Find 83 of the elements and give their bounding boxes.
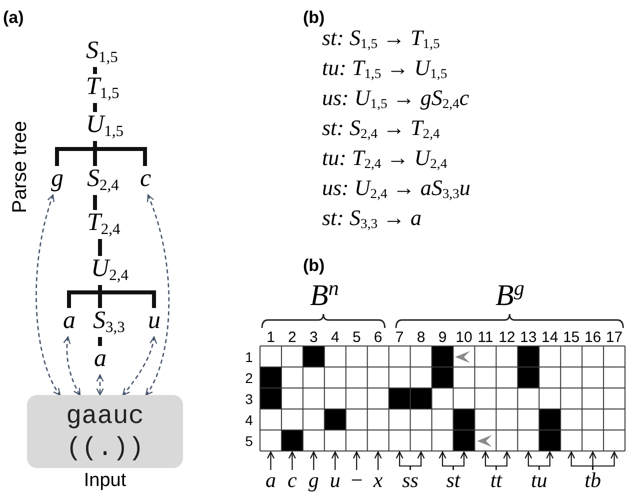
tree-branch <box>93 67 97 74</box>
pointer-arrow <box>452 451 468 470</box>
pointer-arrow <box>592 451 618 470</box>
column-number: 8 <box>416 330 426 345</box>
rule-text: tu: T$_{1,5}$ → U$_{1,5}$ <box>322 57 448 84</box>
tree-symbol: u <box>148 308 160 337</box>
dashed-arrow <box>63 336 81 396</box>
rule-text: tu: T$_{2,4}$ → U$_{2,4}$ <box>322 147 448 174</box>
row-number: 2 <box>245 370 253 384</box>
column-group-label: x <box>373 470 383 493</box>
tree-symbol: g <box>51 166 64 195</box>
column-number: 6 <box>374 330 382 345</box>
tree-branch <box>98 239 102 256</box>
tree-symbol: S$_{2,4}$ <box>87 166 119 195</box>
tree-symbol: c <box>140 166 152 195</box>
column-number: 13 <box>520 330 537 345</box>
dashed-arrow <box>96 374 104 396</box>
column-number: 12 <box>498 330 516 345</box>
rule-text: st: S$_{2,4}$ → T$_{2,4}$ <box>322 117 440 144</box>
column-number: 11 <box>478 330 494 345</box>
column-group-label: tu <box>530 470 548 493</box>
tree-symbol: S$_{3,3}$ <box>93 308 125 337</box>
rule-text: us: U$_{1,5}$ → gS$_{2,4}$c <box>322 87 470 114</box>
input-caption: Input <box>84 471 126 490</box>
row-number: 5 <box>245 434 253 448</box>
tree-symbol: U$_{1,5}$ <box>86 112 124 141</box>
column-group-label: c <box>288 470 297 493</box>
pointer-arrow <box>266 451 274 470</box>
tree-branch <box>98 337 102 346</box>
pointer-arrow <box>538 451 554 470</box>
column-number: 7 <box>395 330 404 345</box>
tree-symbol: T$_{2,4}$ <box>87 210 120 239</box>
tree-symbol: U$_{2,4}$ <box>91 256 128 285</box>
pointer-arrow <box>288 451 296 470</box>
row-number: 1 <box>245 350 253 364</box>
input-box <box>27 395 183 468</box>
pointer-arrow <box>496 451 511 470</box>
pointer-arrow <box>410 451 425 470</box>
column-group-label: ss <box>402 470 418 493</box>
rule-text: st: S$_{3,3}$ → a <box>322 207 422 234</box>
column-group-label: a <box>265 470 276 493</box>
column-number: 17 <box>606 330 623 345</box>
tree-symbol: S$_{1,5}$ <box>86 38 118 67</box>
column-number: 14 <box>542 330 558 345</box>
tree-symbol: a <box>63 308 76 337</box>
vertical-axis-label: Parse tree <box>10 120 30 214</box>
column-number: 3 <box>310 330 318 345</box>
column-group-label: tb <box>584 470 601 493</box>
panel-label: (b) <box>303 257 325 274</box>
column-group-label: − <box>350 470 364 493</box>
rule-text: us: U$_{2,4}$ → aS$_{3,3}$u <box>322 177 470 204</box>
column-number: 1 <box>266 330 275 345</box>
column-number: 9 <box>438 330 447 345</box>
column-number: 15 <box>562 330 580 345</box>
row-number: 4 <box>245 412 253 426</box>
column-number: 16 <box>584 330 602 345</box>
tree-symbol: a <box>94 346 106 375</box>
pointer-arrow <box>374 451 382 470</box>
pointer-arrow <box>352 451 360 470</box>
pointer-arrow <box>310 451 318 470</box>
column-number: 10 <box>456 330 472 345</box>
panel-label: (b) <box>303 9 325 26</box>
dashed-arrow <box>36 194 61 396</box>
column-group-label: g <box>308 470 319 493</box>
column-group-label: u <box>330 470 340 493</box>
block-label: B$^{g}$ <box>496 279 524 313</box>
sequence-text: gaauc <box>66 402 144 430</box>
column-number: 4 <box>330 330 340 345</box>
tree-branch <box>93 195 97 210</box>
structure-text: ((.)) <box>66 434 144 462</box>
block-label: B$^{n}$ <box>310 279 339 313</box>
column-number: 5 <box>352 330 361 345</box>
pointer-arrow <box>331 451 339 470</box>
dashed-arrow <box>145 194 170 396</box>
tree-symbol: T$_{1,5}$ <box>86 74 120 103</box>
column-number: 2 <box>288 330 296 345</box>
column-group-label: tt <box>490 470 502 493</box>
dashed-arrow <box>122 336 157 396</box>
row-number: 3 <box>245 392 253 406</box>
rule-text: st: S$_{1,5}$ → T$_{1,5}$ <box>322 27 440 54</box>
column-group-label: st <box>446 470 460 493</box>
tree-branch <box>93 103 97 112</box>
panel-label: (a) <box>3 9 24 26</box>
